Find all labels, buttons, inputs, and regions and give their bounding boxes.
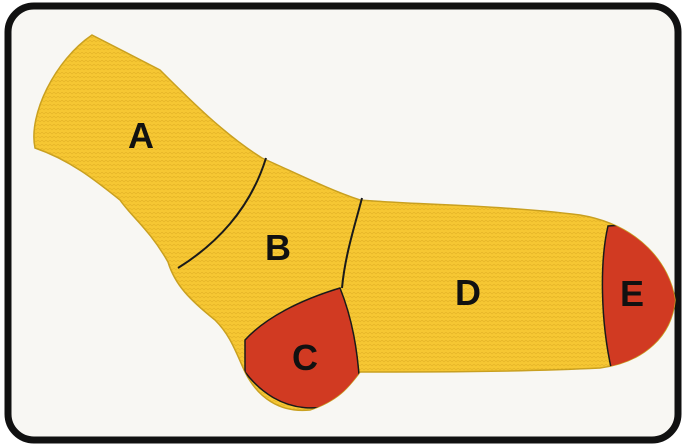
label-c: C [292, 337, 318, 378]
label-e: E [620, 273, 644, 314]
label-d: D [455, 272, 481, 313]
label-b: B [265, 227, 291, 268]
label-a: A [128, 115, 154, 156]
